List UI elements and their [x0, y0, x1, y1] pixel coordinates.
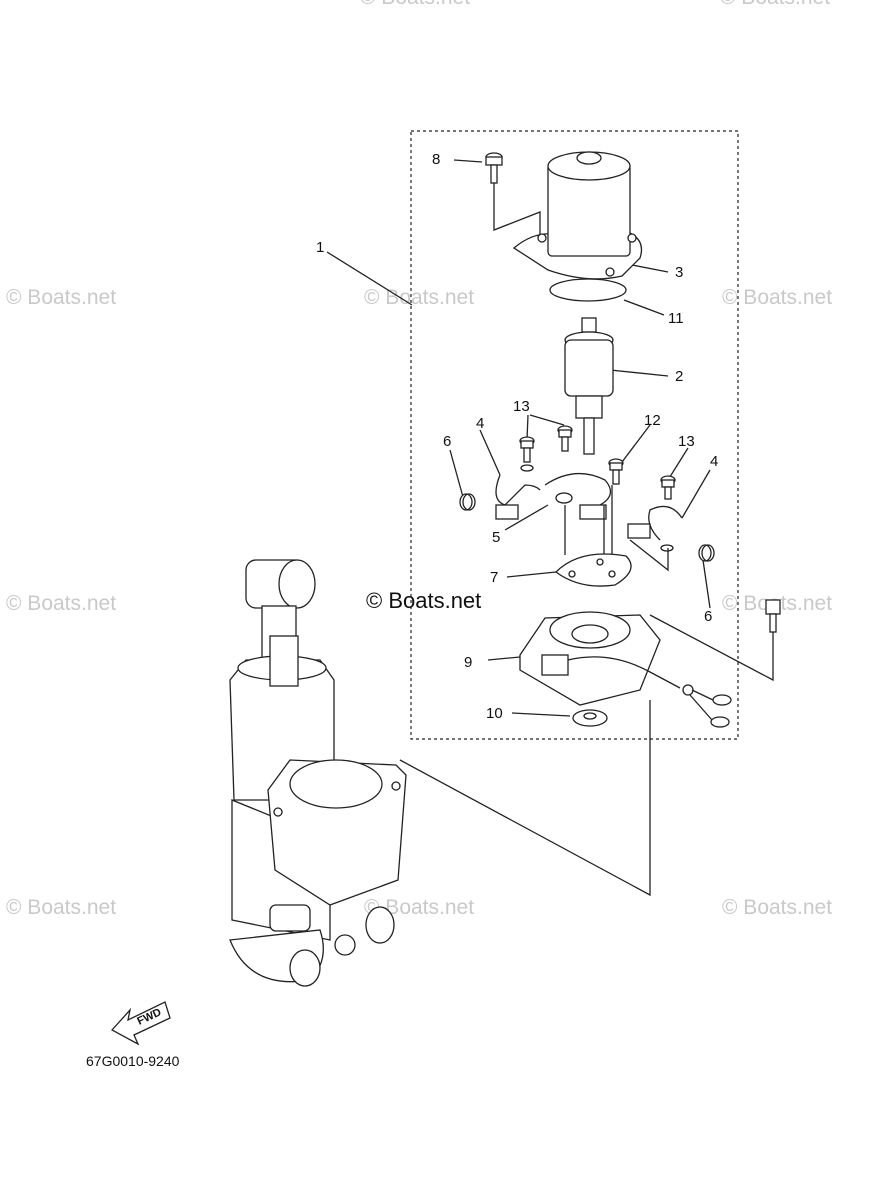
bolt-external: [765, 599, 781, 633]
callout-label: 6: [443, 433, 452, 450]
bolt-13: [660, 475, 676, 500]
brush-4: [627, 505, 683, 552]
spring-6: [698, 544, 715, 562]
callout-label: 1: [316, 239, 325, 256]
callout-label: 12: [644, 412, 661, 429]
plate-7: [555, 553, 632, 587]
callout-label: 9: [464, 654, 473, 671]
washer-10: [572, 709, 608, 727]
armature-2: [564, 317, 614, 455]
fwd-arrow-icon: [110, 1001, 171, 1046]
bolt-13: [519, 436, 535, 472]
callout-label: 4: [710, 453, 719, 470]
base-9: [519, 611, 732, 728]
watermark: © Boats.net: [722, 896, 833, 919]
bolt-8: [485, 152, 503, 184]
watermark: © Boats.net: [6, 592, 117, 615]
brush-4: [495, 474, 541, 520]
brush-holder-5: [544, 472, 613, 555]
callout-label: 13: [513, 398, 530, 415]
watermark: © Boats.net: [364, 896, 475, 919]
callout-label: 10: [486, 705, 503, 722]
diagram-code: 67G0010-9240: [86, 1053, 180, 1069]
bolt-12: [608, 458, 624, 485]
spring-6: [459, 493, 476, 511]
bolt-13: [557, 425, 573, 452]
assembly-border: [410, 130, 739, 740]
callout-label: 5: [492, 529, 501, 546]
watermark: © Boats.net: [360, 0, 470, 10]
motor-part-3: [512, 151, 643, 280]
o-ring-11: [549, 278, 627, 302]
brand-label: © Boats.net: [366, 588, 482, 613]
watermark: © Boats.net: [6, 896, 117, 919]
callout-label: 2: [675, 368, 684, 385]
watermark: © Boats.net: [722, 286, 833, 309]
callout-label: 4: [476, 415, 485, 432]
trim-cylinder: [229, 559, 407, 987]
callout-label: 3: [675, 264, 684, 281]
callout-label: 7: [490, 569, 499, 586]
watermark: © Boats.net: [720, 0, 830, 10]
callout-label: 8: [432, 151, 441, 168]
callout-label: 6: [704, 608, 713, 625]
callout-label: 11: [668, 310, 684, 327]
leader-lines: [326, 159, 711, 717]
watermark: © Boats.net: [6, 286, 117, 309]
callout-label: 13: [678, 433, 695, 450]
